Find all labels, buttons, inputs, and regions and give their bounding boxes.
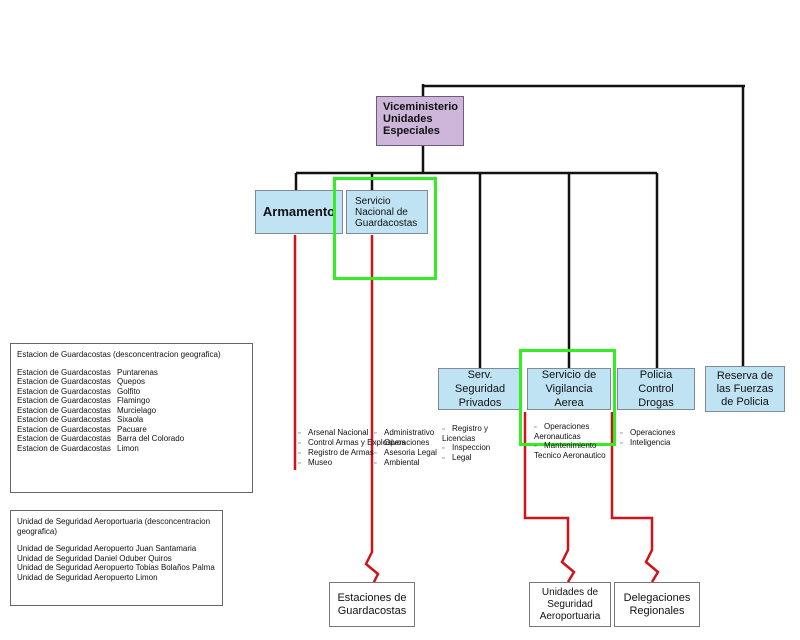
list-item: ▫Inspeccion	[442, 443, 491, 452]
guardacostas-list: ▫Administrativo ▫Operaciones ▫Asesoria L…	[374, 428, 437, 468]
viceministerio-box: Viceministerio Unidades Especiales	[376, 96, 464, 146]
armamento-label: Armamento	[262, 204, 336, 219]
delegaciones-box: Delegaciones Regionales	[614, 582, 700, 627]
highlight-guardacostas	[333, 177, 437, 280]
guardacostas-red	[364, 235, 380, 587]
list-item: ▫Legal	[442, 453, 472, 462]
list-item: Unidad de Seguridad Aeropuerto Tobias Bo…	[17, 563, 215, 572]
vigilancia-aerea-list: ▫Operaciones Aeronauticas ▫Mantenimiento…	[534, 422, 614, 460]
aeroportuaria-panel-title: Unidad de Seguridad Aeroportuaria (desco…	[17, 517, 211, 536]
armamento-box: Armamento	[255, 190, 343, 234]
list-item: ▫Mantenimiento Tecnico Aeronautico	[534, 441, 606, 460]
highlight-vigilancia	[519, 349, 616, 446]
unidades-box: Unidades de Seguridad Aeroportuaria	[529, 582, 611, 627]
aeroportuaria-panel: Unidad de Seguridad Aeroportuaria (desco…	[10, 510, 223, 606]
estaciones-label: Estaciones de Guardacostas	[337, 591, 407, 617]
list-item: ▫Operaciones Aeronauticas	[534, 422, 590, 441]
list-item: ▫Ambiental	[374, 458, 420, 467]
list-item: ▫Operaciones	[620, 428, 676, 437]
list-item: ▫Museo	[298, 458, 333, 467]
control-drogas-label: Policia Control Drogas	[638, 369, 674, 409]
list-item: Unidad de Seguridad Aeropuerto Juan Sant…	[17, 544, 197, 553]
seguridad-privados-box: Serv. Seguridad Privados	[438, 368, 522, 410]
seguridad-privados-label: Serv. Seguridad Privados	[454, 369, 506, 409]
guardacostas-panel-title: Estacion de Guardacostas (desconcentraci…	[17, 350, 221, 359]
list-item: ▫Arsenal Nacional	[298, 428, 369, 437]
control-drogas-box: Policia Control Drogas	[617, 368, 695, 410]
vigilancia-aerea-label: Servicio de Vigilancia Aerea	[541, 369, 597, 409]
estaciones-box: Estaciones de Guardacostas	[329, 582, 415, 627]
list-item: Unidad de Seguridad Daniel Oduber Quiros	[17, 553, 172, 563]
reserva-box: Reserva de las Fuerzas de Policia	[705, 366, 785, 412]
list-item: ▫Inteligencia	[620, 438, 671, 447]
list-item: Unidad de Seguridad Aeropuerto Limon	[17, 572, 158, 582]
guardacostas-box: Servicio Nacional de Guardacostas	[346, 190, 428, 234]
control-drogas-list: ▫Operaciones ▫Inteligencia	[620, 428, 675, 448]
viceministerio-label: Viceministerio Unidades Especiales	[383, 101, 458, 137]
seguridad-privados-list: ▫Registro y Licencias ▫Inspeccion ▫Legal	[442, 424, 502, 463]
unidades-label: Unidades de Seguridad Aeroportuaria	[539, 586, 601, 622]
list-item: ▫Asesoria Legal	[374, 448, 437, 457]
list-item: ▫Registro de Armas	[298, 448, 374, 457]
list-item: ▫Administrativo	[374, 428, 435, 437]
armamento-list: ▫Arsenal Nacional ▫Control Armas y Explo…	[298, 428, 405, 468]
delegaciones-label: Delegaciones Regionales	[623, 591, 691, 617]
list-item: ▫Registro y Licencias	[442, 424, 489, 443]
vigilancia-aerea-box: Servicio de Vigilancia Aerea	[527, 368, 611, 410]
list-item: ▫Operaciones	[374, 438, 430, 447]
guardacostas-label: Servicio Nacional de Guardacostas	[355, 195, 418, 229]
guardacostas-panel: Estacion de Guardacostas (desconcentraci…	[10, 343, 253, 493]
list-item: ▫Control Armas y Explosivos	[298, 438, 406, 447]
vigilancia-red-right	[610, 412, 660, 583]
reserva-label: Reserva de las Fuerzas de Policia	[716, 369, 774, 408]
vigilancia-red-left	[523, 412, 576, 583]
